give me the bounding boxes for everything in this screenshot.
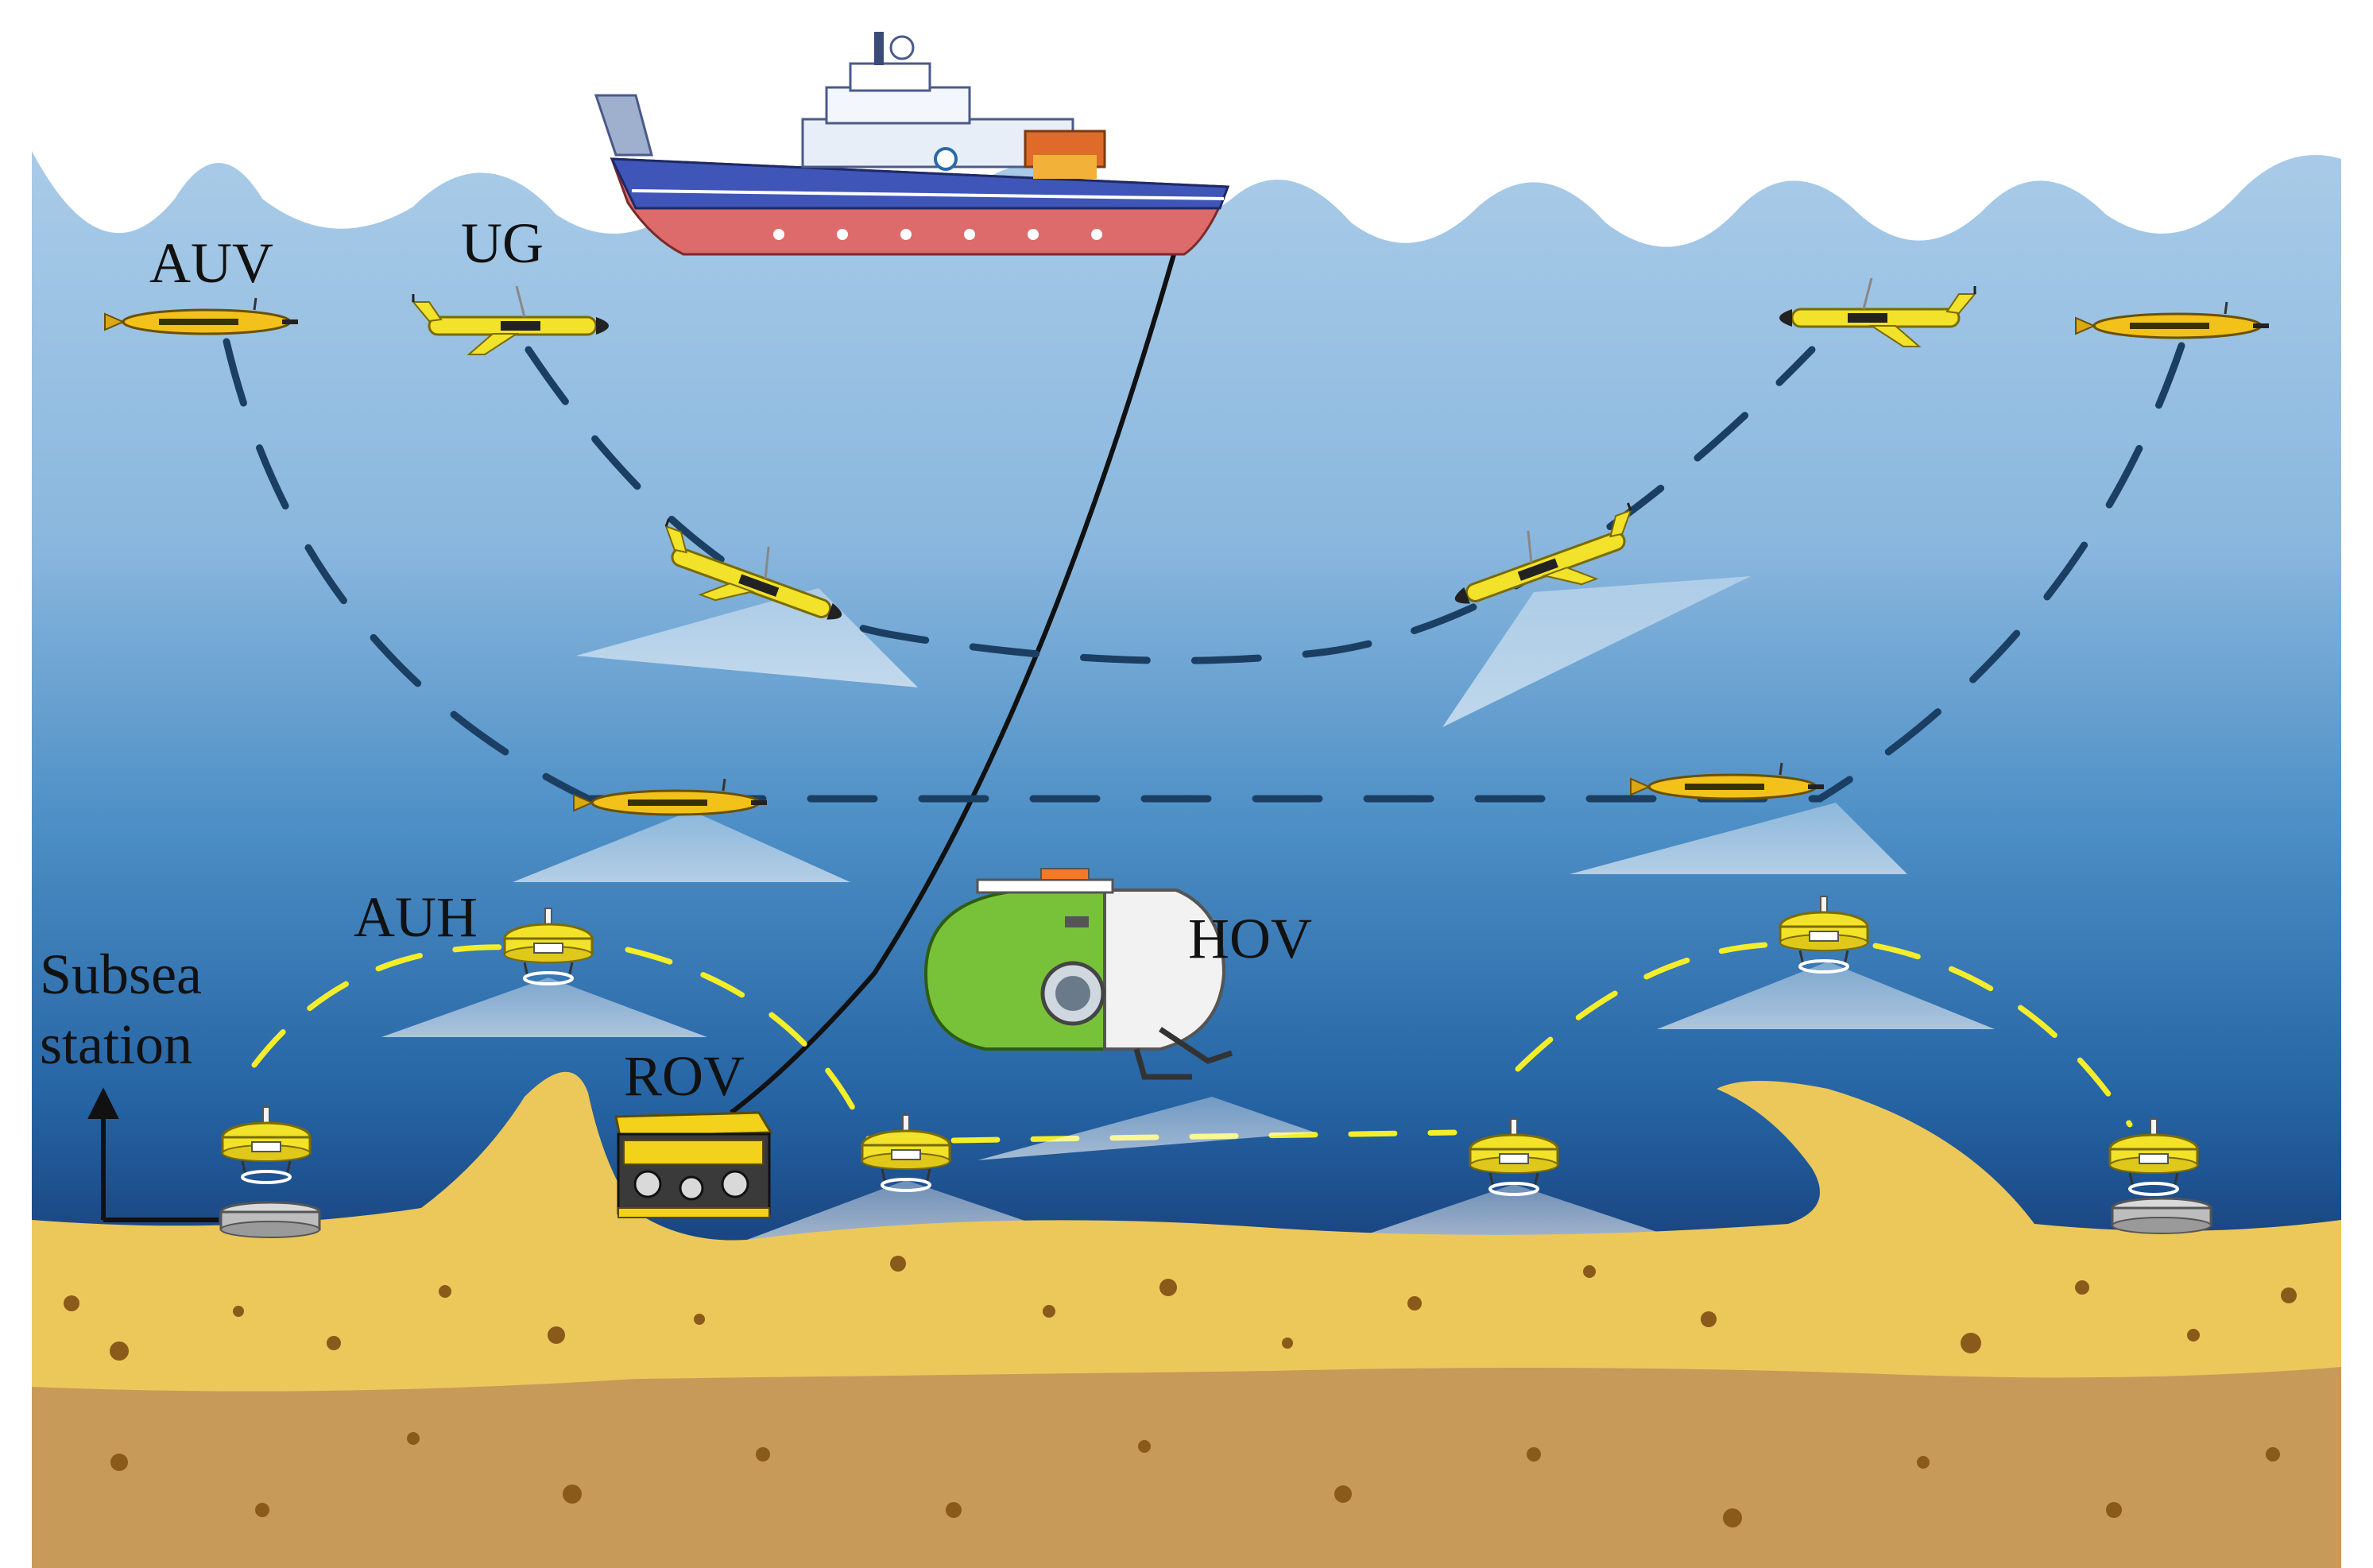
seabed-lower-sediment — [32, 1367, 2341, 1568]
label-ug: UG — [461, 211, 544, 275]
station-icon-left — [219, 1201, 321, 1239]
research-vessel-icon — [594, 32, 1230, 256]
label-subsea: Subsea — [40, 943, 202, 1006]
label-station: station — [40, 1012, 192, 1076]
station-icon-right — [2111, 1197, 2212, 1235]
ocean-water — [32, 151, 2341, 1272]
rov-tether-cable — [730, 246, 1179, 1115]
sonar-beams — [381, 576, 1995, 1240]
manned-submersible-icon — [923, 868, 1233, 1080]
label-auv: AUV — [149, 231, 273, 295]
auv-ug-dashed-paths — [223, 338, 2185, 803]
rov-frame-icon — [614, 1111, 773, 1218]
sediment-dots — [64, 1256, 2297, 1527]
subsea-station-arrow-icon — [87, 1087, 219, 1222]
label-rov: ROV — [624, 1044, 745, 1108]
label-auh: AUH — [354, 885, 478, 949]
label-hov: HOV — [1188, 907, 1312, 970]
